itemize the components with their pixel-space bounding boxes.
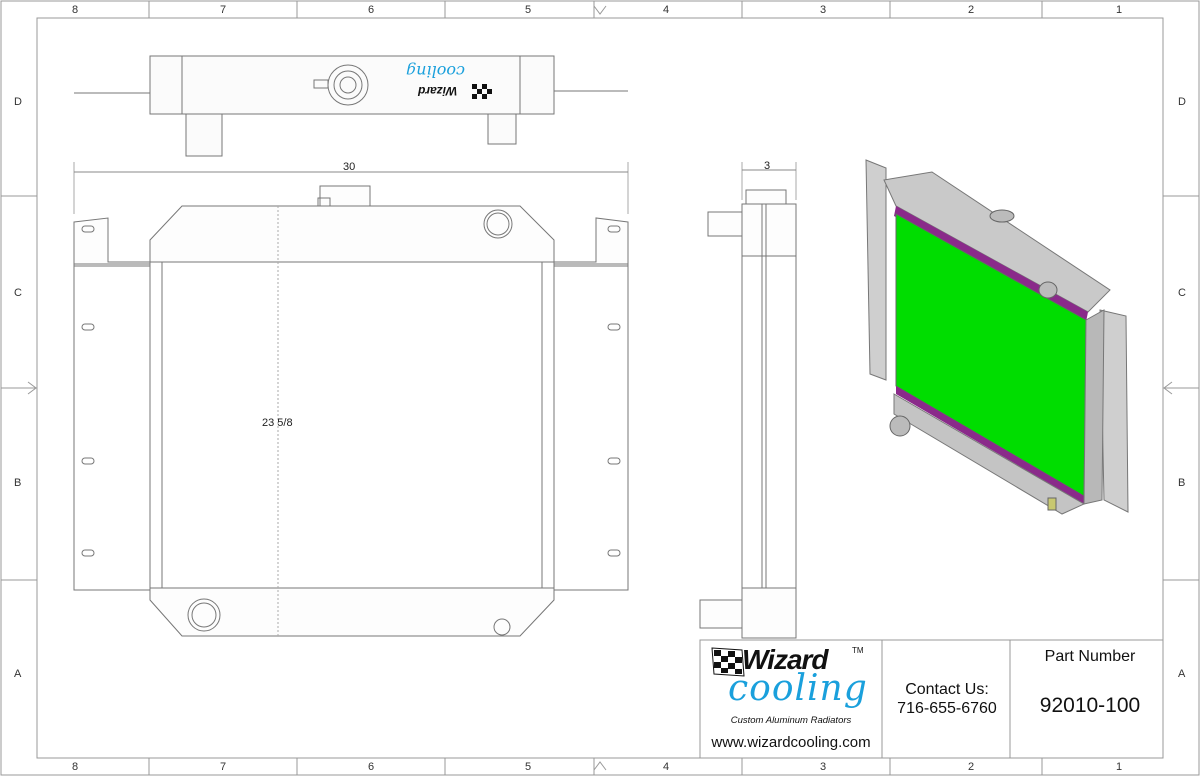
col-label-8-bottom: 8 — [72, 761, 78, 773]
depth-dimension-label: 3 — [764, 160, 770, 172]
logo-wordmark-wizard: Wizard — [742, 644, 829, 675]
checkered-flag-icon — [711, 647, 745, 677]
front-view — [73, 162, 629, 637]
top-view — [74, 55, 628, 157]
side-view — [699, 162, 797, 639]
col-label-5-bottom: 5 — [525, 761, 531, 773]
isometric-view — [865, 159, 1129, 515]
part-number-value: 92010-100 — [1039, 694, 1141, 717]
col-label-5-top: 5 — [525, 4, 531, 16]
contact-label: Contact Us: — [905, 681, 989, 698]
part-number-label: Part Number — [1044, 648, 1136, 665]
row-label-c-left: C — [14, 287, 22, 299]
top-center-arrow — [593, 5, 607, 15]
width-dimension-label: 30 — [343, 161, 355, 173]
contact-phone: 716-655-6760 — [897, 700, 997, 717]
col-label-3-top: 3 — [820, 4, 826, 16]
col-label-4-bottom: 4 — [663, 761, 669, 773]
col-label-4-top: 4 — [663, 4, 669, 16]
col-label-6-top: 6 — [368, 4, 374, 16]
logo-wordmark-cooling: cooling — [728, 668, 868, 709]
col-label-6-bottom: 6 — [368, 761, 374, 773]
tank-logo-cooling: cooling — [406, 62, 466, 81]
row-label-c-right: C — [1178, 287, 1186, 299]
left-center-arrow — [27, 381, 37, 395]
row-label-b-right: B — [1178, 477, 1185, 489]
col-label-2-bottom: 2 — [968, 761, 974, 773]
row-label-a-right: A — [1178, 668, 1186, 680]
tank-logo-wizard: Wizard — [418, 84, 458, 98]
row-label-b-left: B — [14, 477, 21, 489]
bottom-center-arrow — [593, 761, 607, 771]
contact-block: Contact Us: 716-655-6760 — [882, 680, 1012, 718]
height-dimension-label: 23 5/8 — [262, 417, 293, 429]
logo-tagline: Custom Aluminum Radiators — [730, 715, 852, 726]
right-center-arrow — [1163, 381, 1173, 395]
col-label-7-top: 7 — [220, 4, 226, 16]
col-label-1-top: 1 — [1116, 4, 1122, 16]
title-block — [699, 639, 1164, 759]
col-label-1-bottom: 1 — [1116, 761, 1122, 773]
col-label-2-top: 2 — [968, 4, 974, 16]
row-label-a-left: A — [14, 668, 22, 680]
logo-trademark: TM — [852, 646, 864, 655]
row-label-d-right: D — [1178, 96, 1186, 108]
mini-checkered-flag-icon — [472, 84, 492, 99]
col-label-7-bottom: 7 — [220, 761, 226, 773]
col-label-8-top: 8 — [72, 4, 78, 16]
website-link[interactable]: www.wizardcooling.com — [711, 734, 871, 751]
row-label-d-left: D — [14, 96, 22, 108]
col-label-3-bottom: 3 — [820, 761, 826, 773]
